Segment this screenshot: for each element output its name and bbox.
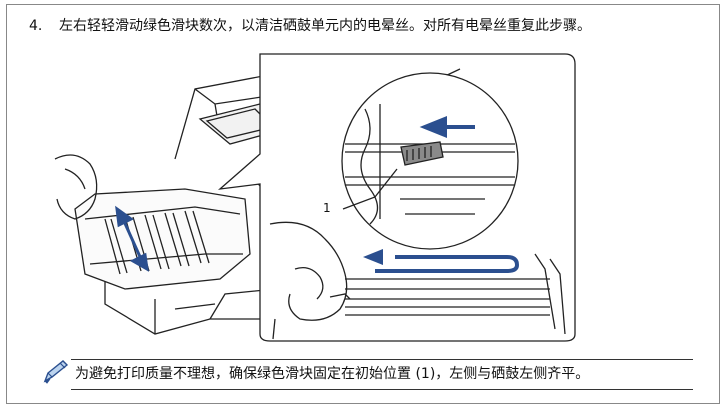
note-text: 为避免打印质量不理想，确保绿色滑块固定在初始位置 (1)，左侧与硒鼓左侧齐平。 bbox=[75, 366, 590, 382]
return-arrow-head-icon bbox=[363, 249, 383, 265]
note-top-rule bbox=[71, 359, 693, 360]
slider-arrow-icon bbox=[419, 116, 475, 138]
instruction-panel: 4. 左右轻轻滑动绿色滑块数次，以清洁硒鼓单元内的电晕丝。对所有电晕丝重复此步骤。 bbox=[6, 4, 720, 404]
step-number: 4. bbox=[29, 18, 43, 34]
drum-rail-drawing bbox=[269, 221, 566, 340]
printer-illustration bbox=[54, 53, 576, 342]
step-text: 左右轻轻滑动绿色滑块数次，以清洁硒鼓单元内的电晕丝。对所有电晕丝重复此步骤。 bbox=[59, 18, 591, 34]
note-box: 为避免打印质量不理想，确保绿色滑块固定在初始位置 (1)，左侧与硒鼓左侧齐平。 bbox=[41, 357, 693, 390]
step-instruction: 4. 左右轻轻滑动绿色滑块数次，以清洁硒鼓单元内的电晕丝。对所有电晕丝重复此步骤。 bbox=[29, 17, 591, 35]
detail-circle bbox=[341, 72, 519, 250]
slide-return-arrow bbox=[375, 255, 520, 273]
illustration bbox=[45, 49, 699, 345]
callout-1-label: 1 bbox=[323, 201, 331, 215]
note-bottom-rule bbox=[71, 389, 693, 390]
slide-direction-arrow bbox=[115, 205, 149, 272]
pencil-icon bbox=[43, 360, 69, 384]
